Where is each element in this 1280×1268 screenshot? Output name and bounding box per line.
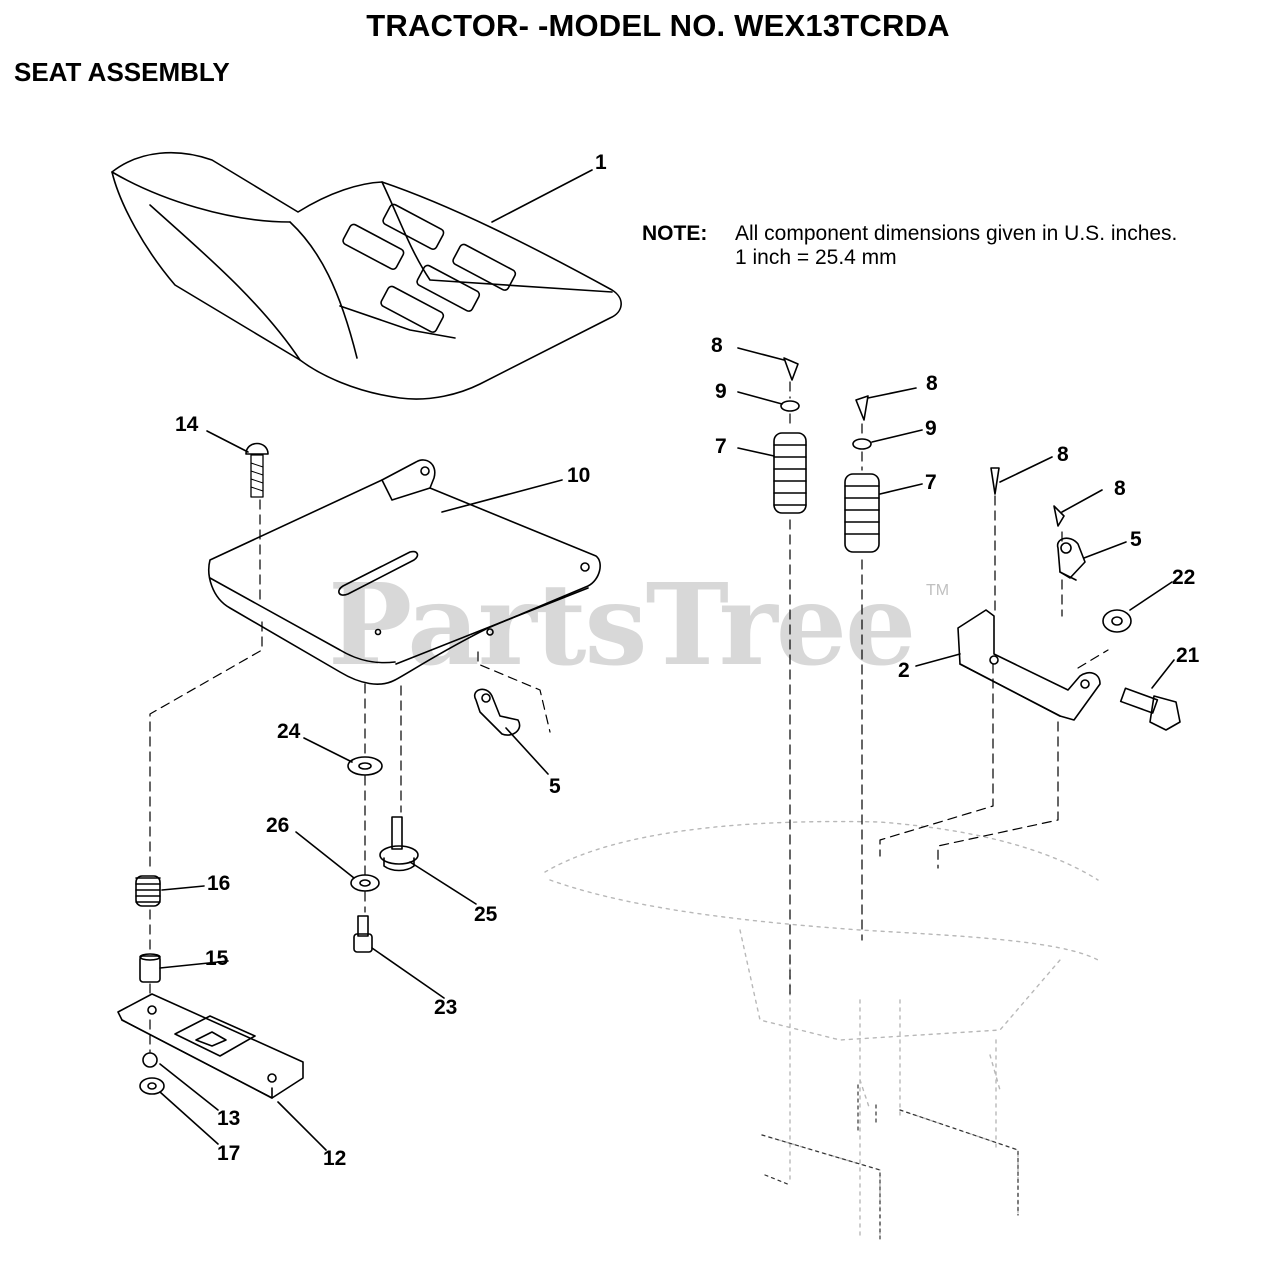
leader-lines (159, 169, 1175, 1151)
callout-spring-16: 16 (207, 872, 231, 895)
callout-shoulder-bolt: 25 (474, 903, 498, 926)
tractor-frame-dark (761, 1084, 1019, 1241)
seat-clip-right-part (1056, 537, 1086, 581)
callout-seat-bracket: 2 (898, 659, 910, 682)
partstree-watermark: PartsTree (328, 560, 916, 691)
callout-nut-13: 13 (217, 1107, 241, 1130)
washer-9a-part (780, 400, 800, 412)
callout-cap-screw: 23 (434, 996, 458, 1019)
callout-nut-22: 22 (1172, 566, 1196, 589)
callout-washer-9a: 9 (715, 380, 727, 403)
lock-washer-17-hole (147, 1082, 157, 1090)
spring-pin-8c-part (990, 467, 1000, 495)
carriage-bolt-part (245, 442, 269, 498)
callout-lock-washer: 17 (217, 1142, 241, 1165)
seat-pan-part (208, 459, 601, 685)
hinge-bracket-part (117, 993, 304, 1099)
callout-spring-pin-c: 8 (1057, 443, 1069, 466)
callout-hex-bolt: 21 (1176, 644, 1200, 667)
callout-spacer: 15 (205, 947, 229, 970)
callout-spring-pin-d: 8 (1114, 477, 1126, 500)
dimension-note: NOTE: All component dimensions given in U… (642, 222, 1177, 270)
assembly-lines (149, 381, 1109, 1053)
section-title: SEAT ASSEMBLY (14, 57, 230, 87)
callout-washer-24: 24 (277, 720, 301, 743)
callout-spring-pin-b: 8 (926, 372, 938, 395)
seat-clip-left-part (473, 688, 521, 736)
callout-seat: 1 (595, 151, 607, 174)
callout-clip-right: 5 (1130, 528, 1142, 551)
washer-24-hole (358, 762, 372, 770)
nut-22-part (1102, 609, 1132, 633)
spring-pin-8a-part (783, 357, 799, 381)
cap-screw-part (353, 915, 373, 953)
spacer-part (139, 953, 161, 983)
spring-pin-8d-part (1053, 505, 1065, 527)
callout-clip-left: 5 (549, 775, 561, 798)
washer-26-part (350, 874, 380, 892)
spring-7b-part (844, 473, 880, 553)
seat-bracket-part (957, 609, 1101, 721)
shoulder-bolt-part (379, 816, 419, 872)
callout-hinge-bracket: 12 (323, 1147, 347, 1170)
hex-bolt-part (1119, 687, 1181, 731)
lock-washer-17-part (139, 1077, 165, 1095)
washer-9b-part (852, 438, 872, 450)
note-line-2: 1 inch = 25.4 mm (735, 246, 897, 269)
note-label: NOTE: (642, 222, 708, 245)
nut-13-part (142, 1052, 158, 1068)
trademark-mark: TM (926, 582, 950, 599)
callout-seat-pan: 10 (567, 464, 591, 487)
diagram-title: TRACTOR- -MODEL NO. WEX13TCRDA (366, 8, 950, 43)
callout-spring-7a: 7 (715, 435, 727, 458)
callout-spring-7b: 7 (925, 471, 937, 494)
callout-washer-26: 26 (266, 814, 290, 837)
washer-24-part (347, 756, 383, 776)
note-line-1: All component dimensions given in U.S. i… (735, 222, 1178, 245)
spring-pin-8b-part (855, 395, 869, 421)
seat-part (111, 151, 622, 400)
callout-washer-9b: 9 (925, 417, 937, 440)
washer-26-hole (359, 879, 371, 887)
callout-spring-pin-a: 8 (711, 334, 723, 357)
spring-7a-part (773, 432, 807, 514)
callout-carriage-bolt: 14 (175, 413, 199, 436)
tractor-frame-ghost (544, 820, 1099, 1241)
spring-16-part (135, 875, 161, 907)
